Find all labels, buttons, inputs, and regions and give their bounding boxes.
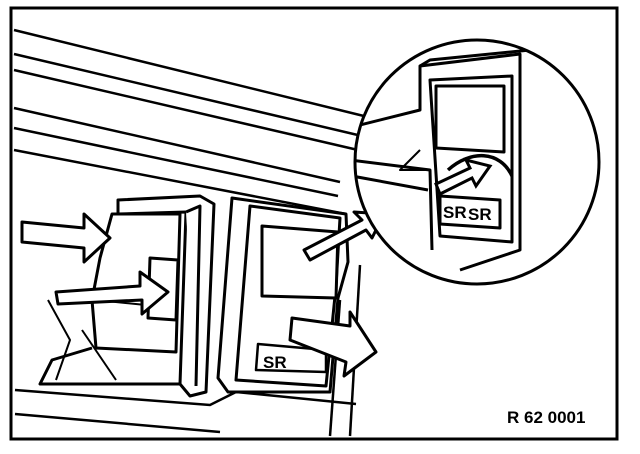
- detail-switch-label-left: SR: [443, 203, 467, 222]
- trim-lines: [14, 264, 362, 437]
- arrow-press-clip-icon: [434, 157, 493, 197]
- arrow-right-upper-icon: [20, 212, 112, 264]
- arrows-main: [20, 210, 386, 378]
- figure-border: [9, 6, 619, 441]
- arrow-right-lower-icon: [54, 270, 170, 316]
- detail-loupe: [353, 38, 601, 286]
- reference-code: R 62 0001: [507, 408, 585, 427]
- arrow-pull-out-icon: [288, 310, 378, 378]
- lamp-unit: [38, 194, 216, 398]
- main-switch-label: SR: [263, 353, 287, 372]
- detail-switch-label-right: SR: [468, 205, 492, 224]
- roof-lines: [13, 28, 373, 216]
